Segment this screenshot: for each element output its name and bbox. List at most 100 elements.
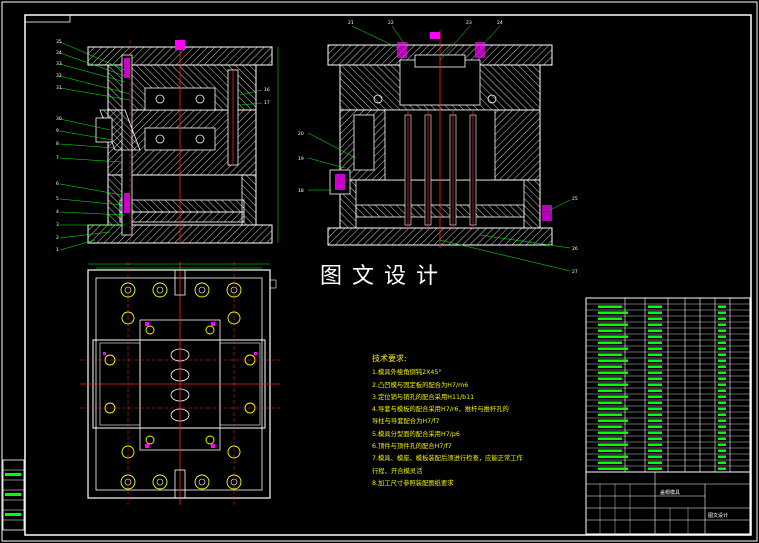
bom-cell-text [598,395,628,398]
bom-cell-text [648,383,662,386]
bom-cell-text [648,317,662,320]
callout-label: 6 [56,181,59,187]
bom-cell-text [648,323,662,326]
bom-cell-text [598,425,622,428]
callout-label: 33 [56,61,62,67]
side-section-view [327,30,553,248]
note-item: 2.凸凹模与固定板的配合为H7/m6 [372,381,469,389]
bom-cell-text [598,305,622,308]
callout-label: 5 [56,196,59,202]
bom-cell-text [718,383,726,386]
bom-cell-text [718,407,726,410]
section-callout-label: 24 [497,20,503,26]
bom-cell-text [718,401,726,404]
bom-cell-text [598,383,628,386]
section-callout-label: 26 [572,246,578,252]
bom-cell-text [648,401,662,404]
callout-label: 7 [56,155,59,161]
bom-cell-text [598,419,628,422]
bom-cell-text [598,467,628,470]
bom-cell-text [648,449,662,452]
callout-label: 30 [56,116,62,122]
bom-cell-text [598,407,628,410]
bom-cell-text [648,371,662,374]
bom-cell-text [648,341,662,344]
bom-cell-text [598,335,628,338]
bom-cell-text [718,317,726,320]
front-section-view [87,40,279,245]
bom-cell-text [598,413,622,416]
bom-cell-text [718,413,726,416]
bom-cell-text [598,365,622,368]
note-item: 6.顶件与顶件孔的配合H7/f7 [372,443,452,451]
bom-cell-text [648,419,662,422]
bom-cell-text [718,365,726,368]
note-item: 1.模具外棱角倒钝2X45° [372,369,442,377]
section-callout-label: 19 [298,156,304,162]
bom-cell-text [598,371,628,374]
bom-cell-text [598,359,628,362]
bom-cell-text [718,341,726,344]
bom-cell-text [648,461,662,464]
bom-cell-text [718,347,726,350]
bom-cell-text [598,401,622,404]
callout-label: 9 [56,128,59,134]
callout-label: 3 [56,222,59,228]
note-item: 5.模具分型面的配合采用H7/p6 [372,430,460,438]
section-callout-label: 21 [348,20,354,26]
bom-cell-text [718,359,726,362]
bom-cell-text [718,335,726,338]
bom-cell-text [598,341,622,344]
bom-cell-text [718,455,726,458]
bom-cell-text [648,305,662,308]
left-callout-leaders [59,41,263,251]
title-block-company: 图文设计 [708,513,729,519]
bom-cell-text [718,371,726,374]
section-callout-labels: 21 22 23 24 20 19 18 25 26 27 [298,20,578,275]
bom-cell-text [648,455,662,458]
bom-cell-text [648,377,662,380]
bom-cell-text [598,455,628,458]
section-callout-label: 22 [388,20,394,26]
bom-cell-text [648,413,662,416]
bom-cell-text [718,329,726,332]
section-callout-leaders [307,25,571,272]
bom-cell-text [598,353,622,356]
bom-cell-text [718,431,726,434]
section-callout-label: 23 [466,20,472,26]
bom-cell-text [718,449,726,452]
section-callout-label: 20 [298,131,304,137]
bom-cell-text [718,311,726,314]
bom-cell-text [718,437,726,440]
parts-list-table [585,297,751,473]
bom-cell-text [718,323,726,326]
callout-label: 31 [56,85,62,91]
title-block [585,471,751,535]
callout-label: 32 [56,73,62,79]
bom-cell-text [648,395,662,398]
callout-label-right: 17 [264,100,270,106]
bom-cell-text [598,323,628,326]
callout-label: 34 [56,50,62,56]
bom-cell-text [598,431,628,434]
bom-cell-text [718,395,726,398]
note-item: 行程、开合模灵活 [372,467,423,475]
bom-cell-text [648,311,662,314]
bom-cell-text [598,329,622,332]
bom-cell-text [648,365,662,368]
bom-cell-text [718,467,726,470]
watermark-text: 图文设计 [320,264,449,289]
note-item: 导柱与导套配合为H7/f7 [372,418,440,426]
plan-view [80,262,280,505]
bom-cell-text [648,329,662,332]
section-callout-label: 27 [572,269,578,275]
callout-label: 2 [56,235,59,241]
callout-label: 1 [56,247,59,253]
bom-cell-text [718,377,726,380]
note-item: 3.定位销与销孔的配合采用H11/b11 [372,393,475,401]
bom-cell-text [718,419,726,422]
bom-cell-text [648,467,662,470]
bom-cell-text [598,311,628,314]
